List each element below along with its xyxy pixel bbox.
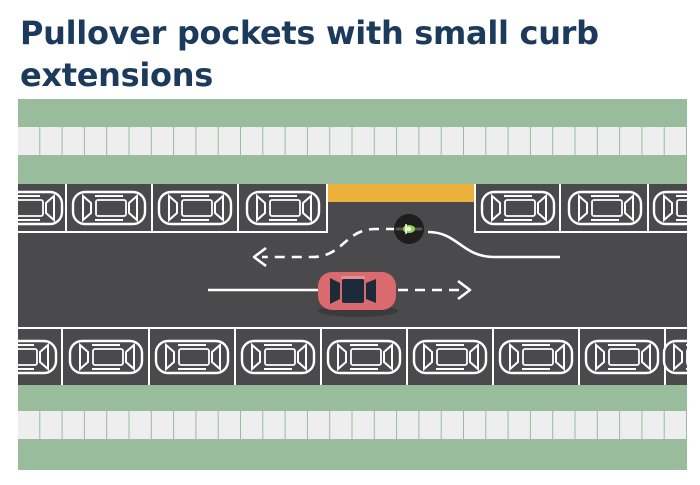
sidewalk-tile xyxy=(620,411,642,439)
sidewalk-tile xyxy=(107,127,129,155)
sidewalk-tile xyxy=(374,127,397,155)
sidewalk-tile xyxy=(530,127,553,155)
sidewalk-tile xyxy=(218,411,240,439)
sidewalk-tile xyxy=(441,127,463,155)
sidewalk-tile xyxy=(62,127,84,155)
sidewalk-tile xyxy=(129,411,151,439)
bottom-sidewalk xyxy=(18,411,700,439)
sidewalk-tile xyxy=(40,127,62,155)
curb-extension xyxy=(327,184,475,202)
sidewalk-tile xyxy=(374,411,397,439)
sidewalk-tile xyxy=(263,411,285,439)
sidewalk-tile xyxy=(218,127,240,155)
sidewalk-tile xyxy=(464,127,486,155)
sidewalk-tile xyxy=(307,127,330,155)
sidewalk-tile xyxy=(530,411,553,439)
sidewalk-tile xyxy=(196,411,218,439)
sidewalk-tile xyxy=(419,127,441,155)
sidewalk-tile xyxy=(62,411,84,439)
car-icon xyxy=(318,272,398,317)
sidewalk-tile xyxy=(241,411,263,439)
parked-car-icon xyxy=(412,339,488,375)
sidewalk-tile xyxy=(508,127,530,155)
sidewalk-tile xyxy=(620,127,642,155)
parked-car-icon xyxy=(652,190,687,226)
parked-car-icon xyxy=(240,339,316,375)
sidewalk-tile xyxy=(664,411,686,439)
sidewalk-tile xyxy=(642,411,664,439)
sidewalk-tile xyxy=(40,411,62,439)
sidewalk-tile xyxy=(151,127,174,155)
sidewalk-tile xyxy=(664,127,686,155)
sidewalk-tile xyxy=(642,127,664,155)
parked-car-icon xyxy=(154,339,230,375)
page-title: Pullover pockets with small curb extensi… xyxy=(20,14,599,94)
sidewalk-tile xyxy=(241,127,263,155)
sidewalk-tile xyxy=(687,127,700,155)
sidewalk-tile xyxy=(352,127,374,155)
sidewalk-tile xyxy=(330,127,352,155)
sidewalk-tile xyxy=(352,411,374,439)
arrow-left-icon xyxy=(252,246,267,268)
parked-car-icon xyxy=(71,190,147,226)
parked-car-icon xyxy=(498,339,574,375)
arrow-right-icon xyxy=(457,279,472,301)
sidewalk-tile xyxy=(174,127,196,155)
sidewalk-tile xyxy=(397,127,419,155)
sidewalk-tile xyxy=(107,411,129,439)
sidewalk-tile xyxy=(18,411,40,439)
top-parking-bays xyxy=(18,184,687,233)
sidewalk-tile xyxy=(508,411,530,439)
sidewalk-tile xyxy=(553,127,575,155)
sidewalk-tile xyxy=(84,127,107,155)
sidewalk-tile xyxy=(597,411,620,439)
parked-car-icon xyxy=(662,339,687,375)
parked-car-icon xyxy=(480,190,556,226)
sidewalk-tile xyxy=(285,127,307,155)
sidewalk-tile xyxy=(687,411,700,439)
sidewalk-tile xyxy=(575,127,597,155)
parked-car-icon xyxy=(326,339,402,375)
sidewalk-tile xyxy=(486,127,508,155)
parked-car-icon xyxy=(584,339,660,375)
sidewalk-tile xyxy=(597,127,620,155)
bicycle-path-dashed xyxy=(262,227,396,259)
top-sidewalk xyxy=(18,127,700,155)
sidewalk-tile xyxy=(553,411,575,439)
bicycle-icon xyxy=(394,214,424,244)
sidewalk-tile xyxy=(18,127,40,155)
parked-car-icon xyxy=(157,190,233,226)
sidewalk-tile xyxy=(84,411,107,439)
parked-car-icon xyxy=(245,190,321,226)
parked-car-icon xyxy=(68,339,144,375)
sidewalk-tile xyxy=(285,411,307,439)
sidewalk-tile xyxy=(397,411,419,439)
sidewalk-tile xyxy=(196,127,218,155)
sidewalk-tile xyxy=(575,411,597,439)
sidewalk-tile xyxy=(151,411,174,439)
sidewalk-tile xyxy=(263,127,285,155)
parked-car-icon xyxy=(18,190,64,226)
sidewalk-tile xyxy=(419,411,441,439)
sidewalk-tile xyxy=(464,411,486,439)
sidewalk-tile xyxy=(330,411,352,439)
bottom-parking-bays xyxy=(18,327,687,385)
sidewalk-tile xyxy=(129,127,151,155)
parked-car-icon xyxy=(567,190,643,226)
sidewalk-tile xyxy=(174,411,196,439)
bicycle-path-solid xyxy=(427,230,560,259)
sidewalk-tile xyxy=(441,411,463,439)
parked-car-icon xyxy=(18,339,58,375)
sidewalk-tile xyxy=(307,411,330,439)
sidewalk-tile xyxy=(486,411,508,439)
